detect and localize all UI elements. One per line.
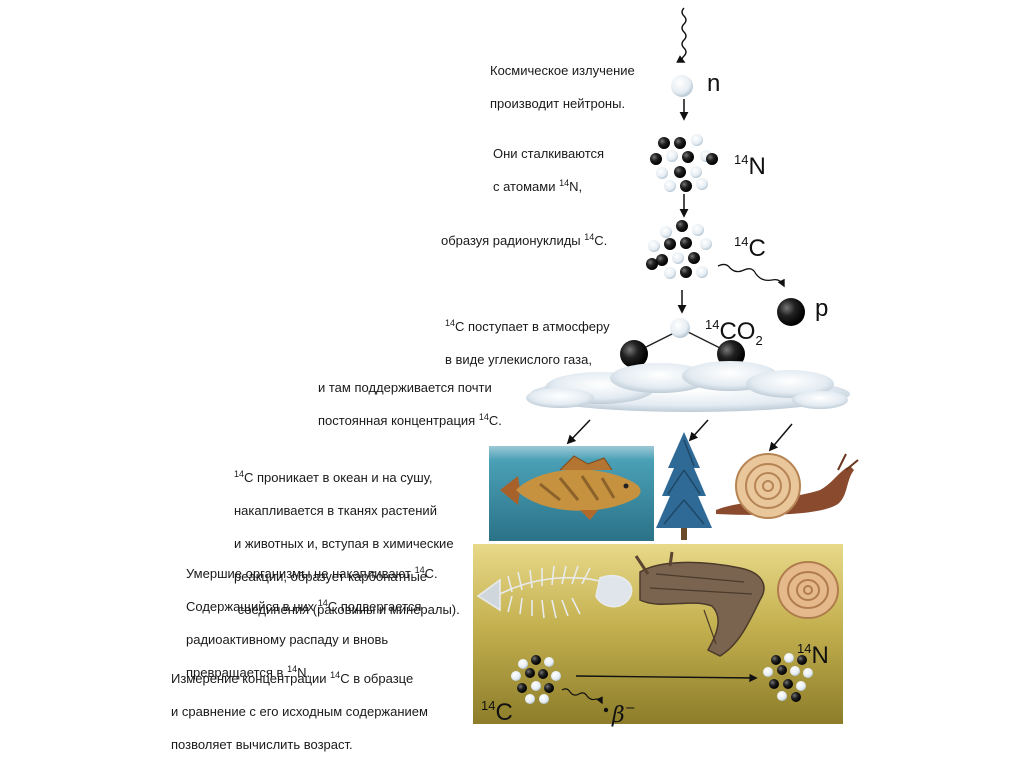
decay-arrow	[575, 673, 758, 683]
log-icon	[634, 551, 765, 657]
step-8-line-2: и сравнение с его исходным содержанием	[171, 703, 428, 719]
n14-label: 14N	[734, 147, 766, 180]
co2-molecule	[620, 318, 745, 368]
step-2-line-1: Они сталкиваются	[493, 145, 605, 161]
neutron-label: n	[707, 70, 721, 97]
step-7-line-4: превращается в 14N.	[186, 663, 311, 680]
step-4-line-1: 14C поступает в атмосферу	[445, 317, 610, 334]
arrow-to-snail	[768, 423, 793, 452]
step-4-text: 14C поступает в атмосферу в виде углекис…	[445, 302, 610, 385]
step-6-line-4: реакции, образует карбонатные	[234, 568, 428, 584]
step-1-line-1: Космическое излучение	[490, 62, 635, 78]
step-4-line-2: в виде углекислого газа,	[445, 351, 592, 367]
step-5-text: и там поддерживается почти постоянная ко…	[318, 363, 502, 446]
n14-nucleus	[650, 134, 718, 192]
step-7-line-3: радиоактивному распаду и вновь	[186, 631, 389, 647]
proton-label: p	[815, 295, 829, 322]
bottom-c14-symbol: C	[495, 699, 513, 726]
step-7-line-2: Содержащийся в них 14C подвергается	[186, 597, 422, 614]
step-5-line-2: постоянная концентрация 14C.	[318, 411, 502, 428]
step-2-line-2: с атомами 14N,	[493, 177, 583, 194]
step-6-line-2: накапливается в тканях растений	[234, 502, 437, 518]
carbon-cycle-illustration	[473, 7, 859, 724]
bottom-n14-symbol: N	[811, 642, 829, 669]
c14-mass-number: 14	[734, 234, 749, 249]
step-3-line-1: образуя радионуклиды 14C.	[441, 231, 608, 248]
proton-particle	[777, 298, 805, 326]
shell-icon	[777, 561, 839, 619]
step-3-text: образуя радионуклиды 14C.	[441, 216, 607, 266]
co2-mass-number: 14	[705, 317, 720, 332]
step-6-line-1: 14C проникает в океан и на сушу,	[234, 468, 433, 485]
fish-icon	[500, 455, 641, 520]
c14-label: 14C	[734, 229, 766, 262]
n14-symbol: N	[748, 153, 766, 180]
n14-mass-number: 14	[734, 152, 749, 167]
step-6-text: 14C проникает в океан и на сушу, накапли…	[234, 453, 460, 635]
tree-icon	[656, 432, 712, 540]
step-5-line-1: и там поддерживается почти	[318, 379, 492, 395]
proton-emission-arrow	[717, 263, 785, 288]
step-7-text: Умершие организмы не накапливают 14C. Со…	[186, 549, 438, 698]
neutron-particle	[671, 75, 693, 97]
c14-nucleus	[646, 220, 712, 279]
c14-symbol: C	[748, 235, 766, 262]
co2-label: 14CO2	[705, 312, 763, 354]
co2-subscript: 2	[755, 333, 763, 348]
bottom-c14-label: 14C	[481, 693, 513, 726]
cosmic-ray-line	[676, 7, 687, 63]
step-8-line-1: Измерение концентрации 14C в образце	[171, 669, 414, 686]
arrow-to-tree	[688, 419, 709, 442]
arrow-to-ocean	[566, 419, 591, 445]
step-6-line-5: соединения (раковины и минералы).	[234, 601, 460, 617]
bottom-n14-mass-number: 14	[797, 641, 812, 656]
step-8-text: Измерение концентрации 14C в образце и с…	[171, 654, 428, 770]
step-7-line-1: Умершие организмы не накапливают 14C.	[186, 564, 438, 581]
beta-symbol: β	[612, 703, 625, 728]
beta-decay-arrow	[561, 688, 603, 705]
beta-charge: −	[624, 701, 636, 716]
beta-label: β−	[612, 696, 636, 729]
bottom-c14-cluster	[511, 655, 561, 704]
beta-particle	[603, 707, 609, 713]
step-2-text: Они сталкиваются с атомами 14N,	[493, 129, 604, 212]
fish-skeleton-icon	[476, 565, 633, 619]
bottom-c14-mass-number: 14	[481, 698, 496, 713]
co2-formula: CO	[719, 318, 756, 345]
step-1-line-2: производит нейтроны.	[490, 95, 626, 111]
snail-icon	[716, 453, 859, 519]
step-6-line-3: и животных и, вступая в химические	[234, 535, 454, 551]
bottom-n14-cluster	[763, 653, 813, 702]
step-8-line-3: позволяет вычислить возраст.	[171, 736, 353, 752]
bottom-n14-label: 14N	[797, 636, 829, 669]
step-1-text: Космическое излучение производит нейтрон…	[490, 46, 635, 129]
cloud-atmosphere	[526, 361, 850, 412]
